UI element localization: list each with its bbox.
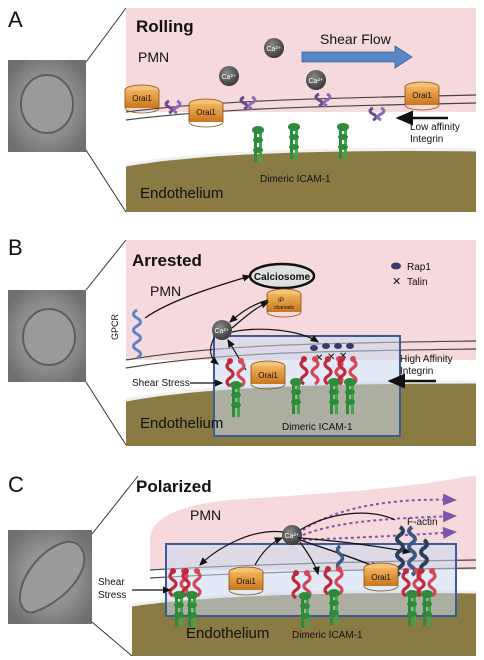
shear-flow-label: Shear Flow [320, 31, 392, 47]
calcium-wave-arrows [302, 493, 457, 541]
pmn-label-a: PMN [138, 49, 169, 65]
legend-b: Rap1 ✕ Talin [391, 262, 431, 288]
panel-c: C Polarized PMN F-actin Ca²⁺ [8, 472, 477, 657]
pmn-label-c: PMN [190, 507, 221, 523]
panel-b: B Arrested PMN Calciosome IP channels Ra… [8, 235, 477, 446]
svg-text:Calciosome: Calciosome [254, 272, 311, 283]
svg-text:Orai1: Orai1 [371, 573, 391, 582]
svg-text:Orai1: Orai1 [196, 108, 216, 117]
calcium-ion-c: Ca²⁺ [282, 525, 302, 545]
title-rolling: Rolling [136, 17, 194, 36]
svg-text:IP: IP [278, 298, 284, 304]
svg-text:Ca²⁺: Ca²⁺ [309, 78, 324, 85]
panel-letter-c: C [8, 472, 24, 497]
contact-zone-box-b [213, 335, 401, 437]
high-affinity-label: High Affinity [400, 354, 453, 365]
orai1-channel-b: Orai1 [250, 360, 286, 390]
svg-text:Orai1: Orai1 [412, 91, 432, 100]
calcium-ions-a: Ca²⁺ Ca²⁺ Ca²⁺ [219, 38, 326, 90]
orai1-channels-c: Orai1 Orai1 [228, 562, 399, 596]
title-arrested: Arrested [132, 251, 202, 270]
shear-stress-label-b: Shear Stress [132, 378, 190, 389]
low-affinity-label: Low affinity [410, 122, 460, 133]
svg-text:Talin: Talin [407, 277, 428, 288]
f-actin-label: F-actin [407, 517, 438, 528]
svg-text:✕: ✕ [327, 352, 335, 363]
endothelium-a [126, 149, 476, 212]
title-polarized: Polarized [136, 477, 212, 496]
f-actin-filaments [335, 525, 429, 577]
endothelium-label-a: Endothelium [140, 185, 223, 202]
svg-text:Ca²⁺: Ca²⁺ [222, 74, 237, 81]
neutrophil-round [20, 74, 74, 134]
shear-flow-arrow [301, 45, 413, 69]
shear-label-c: Shear [98, 577, 125, 588]
svg-text:Orai1: Orai1 [258, 371, 278, 380]
svg-text:✕: ✕ [392, 276, 401, 288]
neutrophil-arrested [22, 308, 76, 366]
svg-text:Ca²⁺: Ca²⁺ [285, 533, 300, 540]
svg-text:Orai1: Orai1 [132, 94, 152, 103]
ip3-channels: IP channels [266, 288, 302, 318]
neutrophil-polarized [18, 540, 86, 614]
pmn-label-b: PMN [150, 283, 181, 299]
signaling-arrows-b [144, 274, 319, 371]
svg-text:Rap1: Rap1 [407, 262, 431, 273]
integrin-label-b: Integrin [400, 366, 433, 377]
integrin-label-a: Integrin [410, 134, 443, 145]
icam-label-c: Dimeric ICAM-1 [292, 630, 363, 641]
endothelium-label-b: Endothelium [140, 415, 223, 432]
svg-text:Orai1: Orai1 [236, 577, 256, 586]
orai1-channels-a: Orai1 Orai1 Orai1 [124, 81, 440, 128]
svg-text:Ca²⁺: Ca²⁺ [267, 46, 282, 53]
panel-a: A Rolling PMN Shear Flow Ca²⁺ Ca²⁺ Ca²⁺ … [8, 7, 477, 213]
calcium-ion-b: Ca²⁺ [212, 320, 232, 340]
panel-letter-a: A [8, 7, 23, 32]
icam-label-a: Dimeric ICAM-1 [260, 174, 331, 185]
svg-text:channels: channels [274, 305, 295, 311]
icam-label-b: Dimeric ICAM-1 [282, 422, 353, 433]
panel-letter-b: B [8, 235, 23, 260]
svg-text:Ca²⁺: Ca²⁺ [215, 328, 230, 335]
gpcr-receptor [132, 308, 142, 360]
calciosome: Calciosome [248, 262, 316, 290]
gpcr-label: GPCR [110, 313, 120, 340]
endothelium-label-c: Endothelium [186, 625, 269, 642]
svg-text:✕: ✕ [315, 353, 323, 364]
stress-label-c: Stress [98, 590, 126, 601]
